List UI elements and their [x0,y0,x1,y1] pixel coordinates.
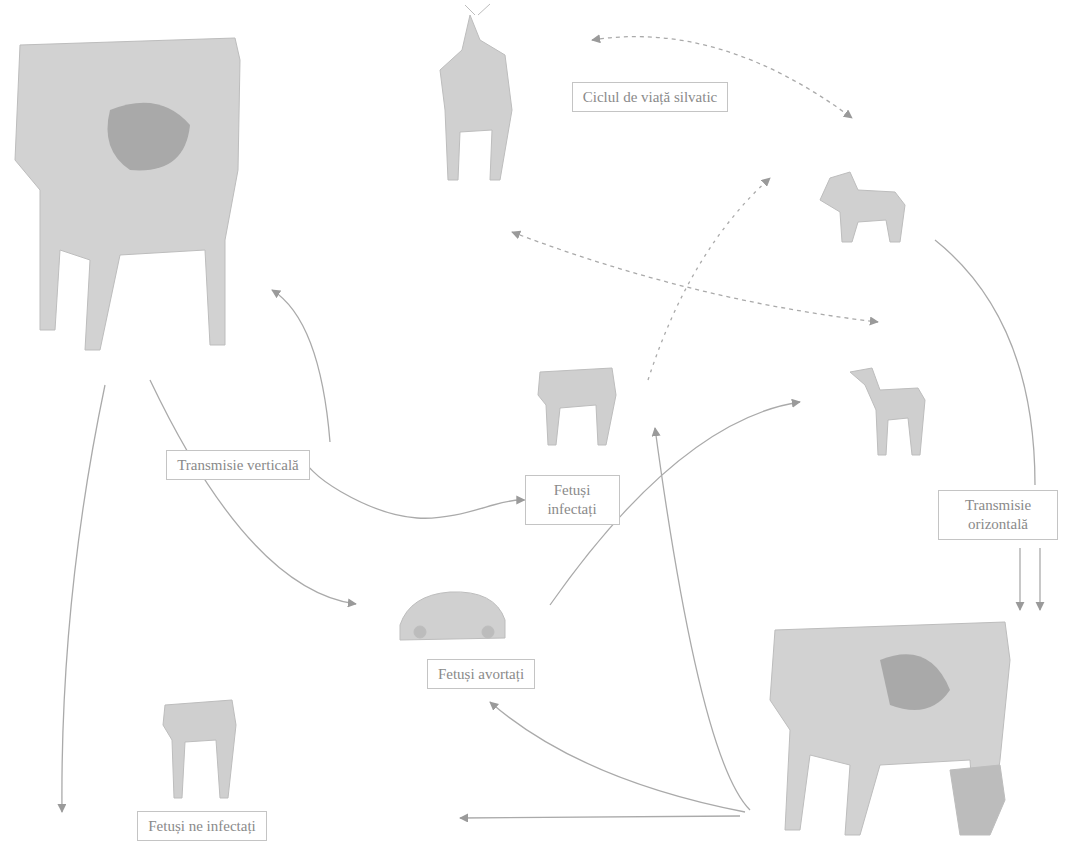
coyote-figure [820,172,905,242]
label-box: Transmisie verticală [166,450,310,481]
transmission-arrow [310,468,525,518]
placenta-figure [400,592,505,640]
box-label: Transmisie verticală [177,456,299,475]
cow-figure [770,622,1010,835]
calf-figure [163,700,236,798]
label-box: Fetuși ne infectați [137,811,266,842]
box-label: Ciclul de viață silvatic [583,88,718,107]
box-label: Fetuși avortați [438,665,524,684]
cow-figure [15,38,240,350]
label-box: Ciclul de viață silvatic [572,82,729,113]
deer-figure [440,4,512,180]
calf-figure [538,368,616,445]
label-box: Transmisie orizontală [938,490,1058,540]
label-box: Fetuși infectați [525,475,620,525]
box-label: Fetuși infectați [536,481,609,519]
label-box: Fetuși avortați [427,659,535,690]
dog-figure [850,368,925,455]
cycle-arrow [62,37,1040,818]
box-label: Fetuși ne infectați [148,817,255,836]
box-label: Transmisie orizontală [949,496,1047,534]
